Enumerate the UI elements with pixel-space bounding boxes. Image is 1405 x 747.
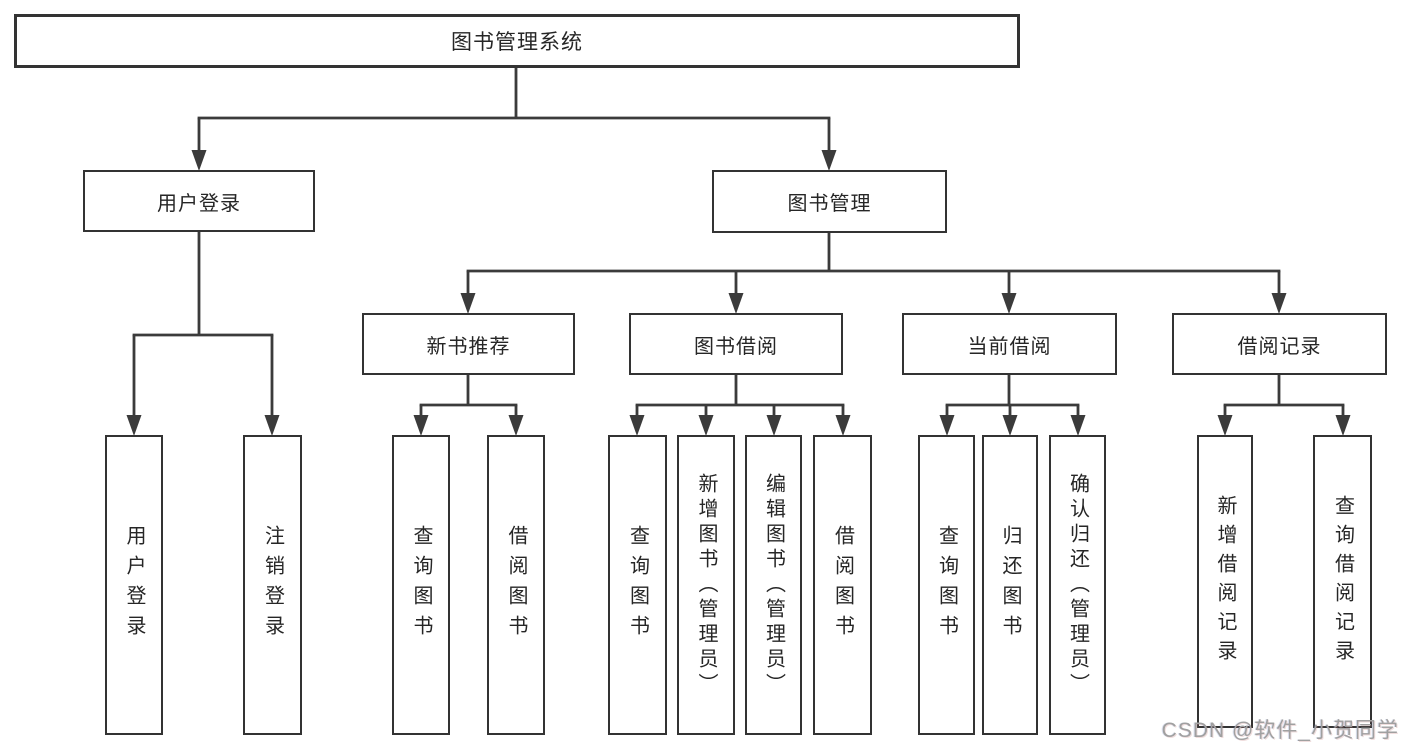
node-label: 新书推荐 — [426, 335, 511, 358]
leaf-return-books: 归还图书 — [982, 435, 1038, 735]
node-new-book-recommend: 新书推荐 — [362, 313, 575, 375]
leaf-query-borrow-record: 查询借阅记录 — [1313, 435, 1372, 728]
leaf-confirm-return-admin: 确认归还（管理员） — [1049, 435, 1106, 735]
node-library-management-system: 图书管理系统 — [14, 14, 1020, 68]
leaf-label: 查询图书 — [410, 525, 432, 645]
leaf-label: 查询图书 — [935, 525, 958, 645]
leaf-add-borrow-record: 新增借阅记录 — [1197, 435, 1253, 728]
leaf-label: 查询图书 — [626, 525, 649, 645]
node-book-management: 图书管理 — [712, 170, 947, 233]
node-label: 图书管理 — [787, 193, 872, 215]
node-book-borrowing: 图书借阅 — [629, 313, 843, 375]
leaf-query-books-3: 查询图书 — [918, 435, 975, 735]
leaf-label: 注销登录 — [261, 525, 284, 645]
leaf-label: 新增借阅记录 — [1214, 494, 1236, 669]
leaf-label: 用户登录 — [123, 525, 145, 645]
node-label: 图书管理系统 — [451, 31, 583, 54]
node-label: 用户登录 — [157, 192, 241, 215]
leaf-label: 借阅图书 — [831, 525, 854, 645]
leaf-query-books-2: 查询图书 — [608, 435, 667, 735]
node-label: 图书借阅 — [694, 335, 778, 358]
csdn-watermark: CSDN @软件_小贺同学 — [1161, 719, 1399, 742]
leaf-label: 新增图书（管理员） — [695, 472, 717, 698]
node-current-borrowing: 当前借阅 — [902, 313, 1117, 375]
leaf-edit-books-admin: 编辑图书（管理员） — [745, 435, 802, 735]
leaf-borrow-books-2: 借阅图书 — [813, 435, 872, 735]
node-user-login: 用户登录 — [83, 170, 315, 232]
leaf-label: 借阅图书 — [505, 525, 527, 645]
leaf-add-books-admin: 新增图书（管理员） — [677, 435, 735, 735]
leaf-user-login: 用户登录 — [105, 435, 163, 735]
leaf-logout: 注销登录 — [243, 435, 302, 735]
leaf-query-books-1: 查询图书 — [392, 435, 450, 735]
leaf-label: 确认归还（管理员） — [1066, 472, 1089, 698]
leaf-borrow-books-1: 借阅图书 — [487, 435, 545, 735]
leaf-label: 归还图书 — [999, 525, 1021, 645]
node-label: 借阅记录 — [1237, 335, 1322, 358]
node-label: 当前借阅 — [967, 335, 1052, 358]
leaf-label: 编辑图书（管理员） — [762, 472, 785, 698]
node-borrowing-records: 借阅记录 — [1172, 313, 1387, 375]
leaf-label: 查询借阅记录 — [1331, 494, 1354, 669]
